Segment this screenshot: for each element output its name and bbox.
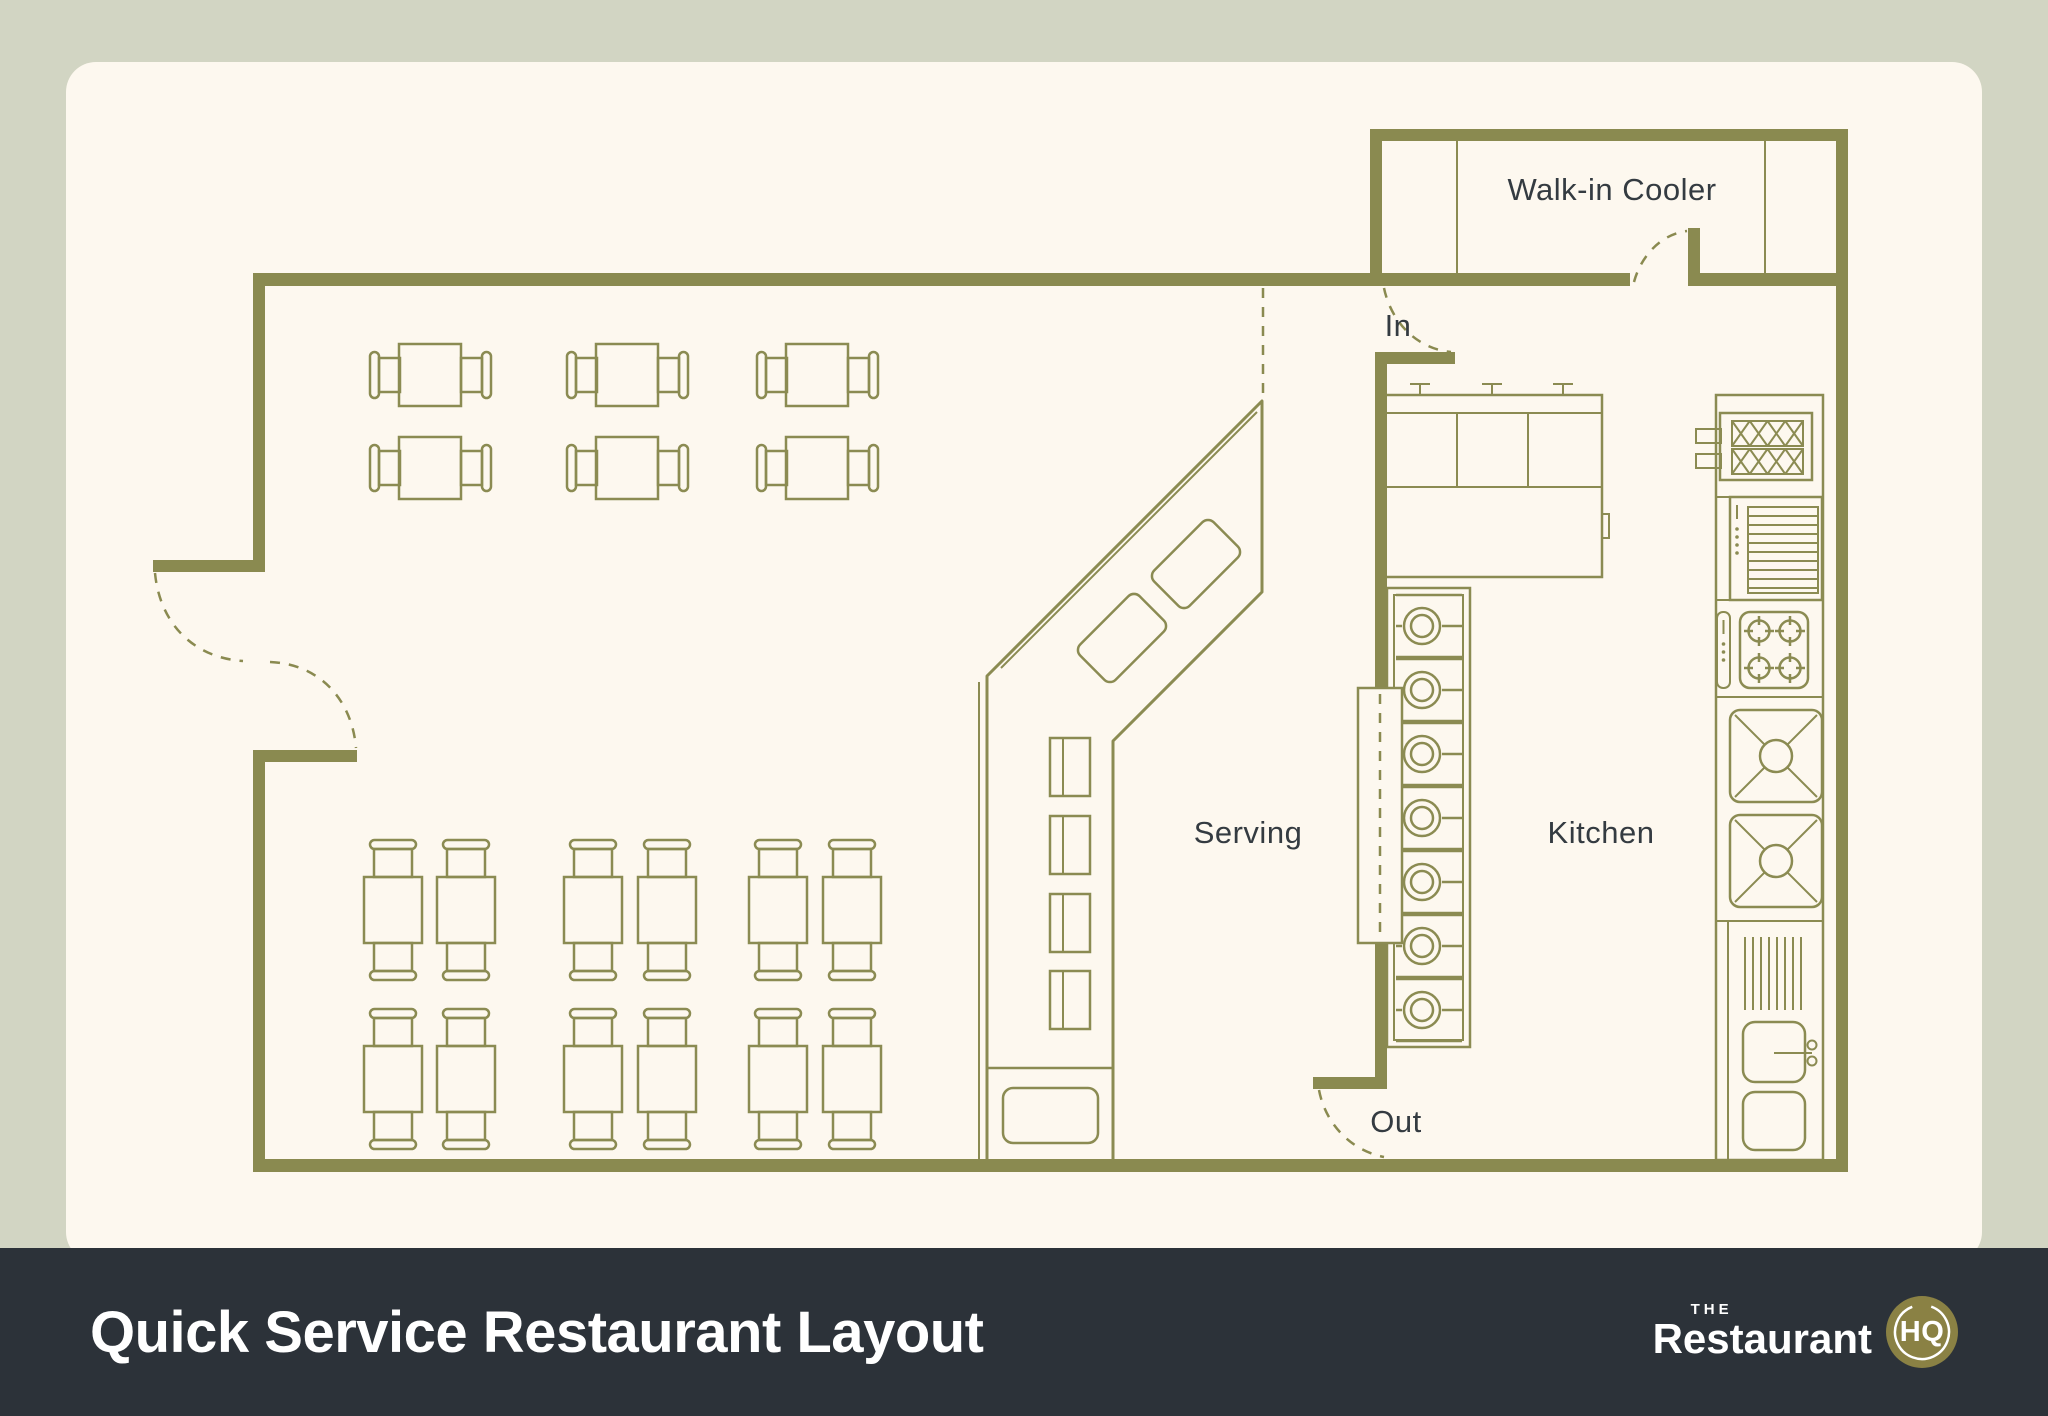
prep-sink-1 [1728,708,1824,804]
brand-logo: THE Restaurant HQ [1653,1296,1958,1368]
entrance-stub-lower [253,750,357,762]
tray-return [1001,1086,1100,1145]
brand-the: THE [1690,1301,1733,1319]
entrance-door-arc-upper [153,572,244,663]
label-walk-in-cooler: Walk-in Cooler [1507,172,1717,207]
hq-badge: HQ [1886,1296,1958,1368]
entrance-stub-upper [153,560,265,572]
grill-handle-2 [1695,453,1722,469]
pass-through-window [1356,686,1404,945]
hq-ring-icon [1893,1303,1951,1361]
wash-sink [1741,1090,1807,1152]
register-2 [1150,518,1242,610]
brand-wordmark: THE Restaurant [1653,1302,1872,1361]
door-swings [153,229,1688,1159]
charbroiler [1695,411,1814,482]
cooler-dividers [1456,141,1766,275]
label-kitchen: Kitchen [1547,815,1655,850]
drainboard [1744,937,1802,1010]
faucet-icons [1410,383,1573,395]
serving-counter [978,399,1264,1160]
grill-handle-1 [1695,428,1722,444]
entrance-door-arc-lower [269,660,358,749]
footer-bar: Quick Service Restaurant Layout THE Rest… [0,1248,2048,1416]
griddle [1728,495,1824,602]
register-1 [1076,592,1168,684]
prep-sink-2 [1728,813,1824,909]
label-in: In [1384,308,1412,343]
label-serving: Serving [1193,815,1303,850]
page-title: Quick Service Restaurant Layout [90,1299,984,1365]
brand-restaurant: Restaurant [1652,1315,1872,1363]
condiment-stations [1048,736,1092,1031]
walls [153,129,1848,1172]
label-out: Out [1370,1104,1422,1139]
hand-sink [1741,1020,1818,1084]
cooler-door-stub [1688,228,1700,286]
range [1716,610,1810,690]
cooler-door-arc [1632,229,1688,283]
brand-hq: HQ [1899,1315,1945,1348]
